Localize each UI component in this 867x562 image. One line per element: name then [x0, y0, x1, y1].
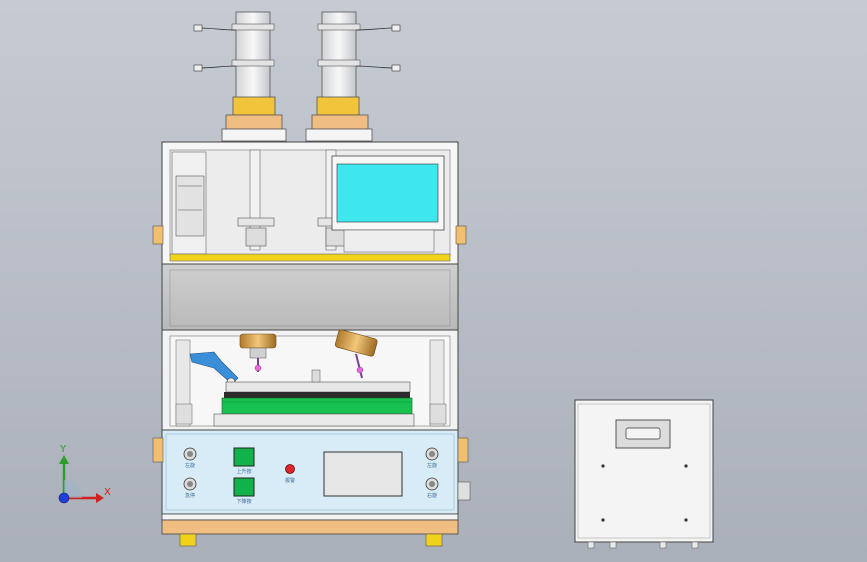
- left-motor: [193, 11, 287, 142]
- middle-panel: [161, 263, 459, 331]
- down-button[interactable]: [233, 477, 255, 497]
- knob-bottom-right[interactable]: [425, 477, 439, 491]
- up-button[interactable]: [233, 447, 255, 467]
- alarm-indicator: [285, 464, 295, 474]
- knob-bottom-left-label: 急停: [185, 492, 195, 499]
- axis-y-label: Y: [59, 444, 67, 455]
- knob-top-left[interactable]: [183, 447, 197, 461]
- down-button-label: 下降按: [236, 498, 251, 505]
- axis-triad-icon: Y X: [58, 444, 111, 504]
- knob-top-right[interactable]: [425, 447, 439, 461]
- foot-right: [425, 533, 443, 547]
- base-plate: [161, 519, 459, 535]
- knob-bottom-left[interactable]: [183, 477, 197, 491]
- foot-left: [179, 533, 197, 547]
- alarm-indicator-label: 报警: [285, 477, 295, 484]
- control-display: [323, 451, 403, 497]
- knob-top-right-label: 左旋: [427, 462, 437, 469]
- knob-bottom-right-label: 右旋: [427, 492, 437, 499]
- monitor-screen: [336, 163, 439, 223]
- upper-cabinet: [152, 141, 467, 265]
- green-pcb: [221, 397, 413, 415]
- control-panel: 左旋 急停 上升按 下降按 报警 左旋 右旋: [152, 429, 471, 515]
- work-area: [161, 329, 459, 431]
- up-button-label: 上升按: [236, 468, 251, 475]
- control-box: [574, 399, 714, 549]
- knob-top-left-label: 左旋: [185, 462, 195, 469]
- right-motor: [305, 11, 401, 142]
- axis-x-label: X: [104, 487, 111, 498]
